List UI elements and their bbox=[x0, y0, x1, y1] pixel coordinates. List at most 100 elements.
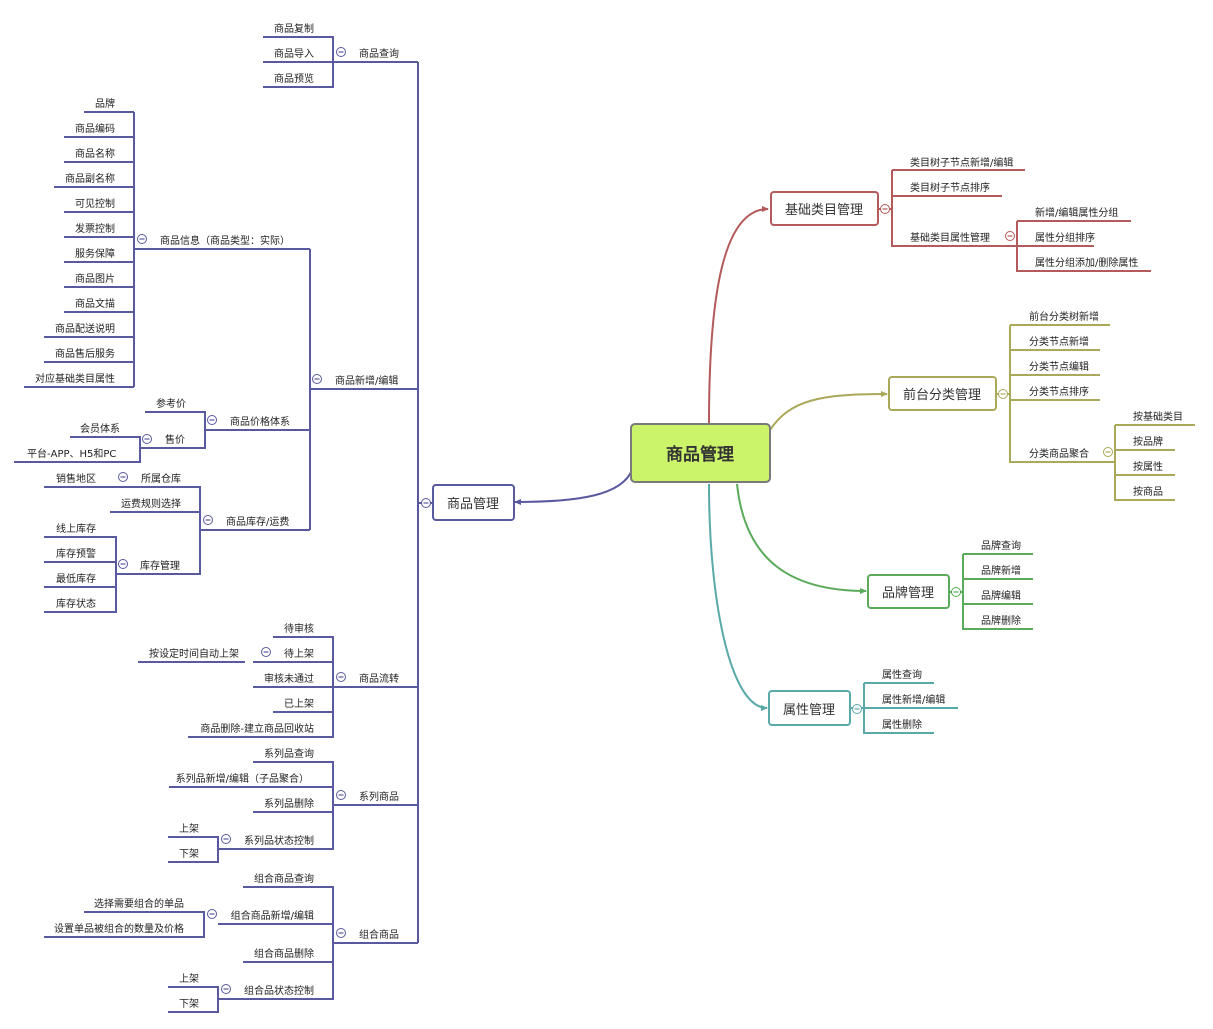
flow-item: 商品删除-建立商品回收站 bbox=[200, 722, 314, 735]
series-item: 系列品新增/编辑（子品聚合） bbox=[176, 772, 309, 785]
basic-category-node[interactable]: 基础类目管理 bbox=[770, 191, 879, 226]
freight-label: 运费规则选择 bbox=[121, 497, 181, 510]
attr-item: 属性查询 bbox=[882, 668, 922, 681]
info-item: 商品文描 bbox=[75, 297, 115, 310]
combo-edit-item: 设置单品被组合的数量及价格 bbox=[54, 922, 184, 935]
flow-item: 待审核 bbox=[284, 622, 314, 635]
info-item: 商品副名称 bbox=[65, 172, 115, 185]
collapse-toggle-icon[interactable] bbox=[203, 515, 213, 525]
attribute-label: 属性管理 bbox=[783, 703, 835, 718]
collapse-toggle-icon[interactable] bbox=[421, 498, 431, 508]
stock-item: 最低库存 bbox=[56, 572, 96, 585]
flow-auto: 按设定时间自动上架 bbox=[149, 647, 239, 660]
info-item: 品牌 bbox=[95, 97, 115, 110]
query-item: 商品预览 bbox=[274, 72, 314, 85]
info-item: 商品图片 bbox=[75, 272, 115, 285]
combo-item: 组合商品新增/编辑 bbox=[231, 909, 314, 922]
basic-attr-item: 属性分组添加/删除属性 bbox=[1035, 256, 1138, 269]
brand-item: 品牌删除 bbox=[981, 614, 1021, 627]
brand-node[interactable]: 品牌管理 bbox=[867, 574, 950, 609]
basic-item: 类目树子节点排序 bbox=[910, 181, 990, 194]
basic-attr-item: 新增/编辑属性分组 bbox=[1035, 206, 1118, 219]
combo-item: 组合商品查询 bbox=[254, 872, 314, 885]
brand-item: 品牌新增 bbox=[981, 564, 1021, 577]
query-item: 商品导入 bbox=[274, 47, 314, 60]
info-item: 商品配送说明 bbox=[55, 322, 115, 335]
flow-label: 商品流转 bbox=[359, 672, 399, 685]
flow-item: 审核未通过 bbox=[264, 672, 314, 685]
combo-label: 组合商品 bbox=[359, 928, 399, 941]
collapse-toggle-icon[interactable] bbox=[880, 204, 890, 214]
collapse-toggle-icon[interactable] bbox=[221, 984, 231, 994]
brand-item: 品牌编辑 bbox=[981, 589, 1021, 602]
brand-item: 品牌查询 bbox=[981, 539, 1021, 552]
series-status-item: 下架 bbox=[179, 848, 199, 860]
collapse-toggle-icon[interactable] bbox=[118, 472, 128, 482]
series-item: 系列品删除 bbox=[264, 797, 314, 810]
basic-category-label: 基础类目管理 bbox=[785, 203, 863, 218]
front-agg-label: 分类商品聚合 bbox=[1029, 447, 1089, 460]
collapse-toggle-icon[interactable] bbox=[142, 434, 152, 444]
front-agg-item: 按基础类目 bbox=[1133, 410, 1183, 423]
collapse-toggle-icon[interactable] bbox=[1005, 231, 1015, 241]
info-item: 可见控制 bbox=[75, 197, 115, 210]
edit-label: 商品新增/编辑 bbox=[335, 374, 398, 387]
info-label: 商品信息（商品类型：实际） bbox=[160, 234, 290, 247]
attribute-node[interactable]: 属性管理 bbox=[768, 690, 851, 726]
collapse-toggle-icon[interactable] bbox=[336, 47, 346, 57]
warehouse-label: 所属仓库 bbox=[141, 472, 181, 485]
attr-item: 属性删除 bbox=[882, 718, 922, 731]
basic-attr-item: 属性分组排序 bbox=[1035, 231, 1095, 244]
basic-item: 类目树子节点新增/编辑 bbox=[910, 156, 1013, 169]
flow-item: 已上架 bbox=[284, 698, 314, 710]
info-item: 商品售后服务 bbox=[55, 347, 115, 360]
front-item: 分类节点编辑 bbox=[1029, 360, 1089, 373]
front-agg-item: 按属性 bbox=[1133, 460, 1163, 473]
collapse-toggle-icon[interactable] bbox=[221, 834, 231, 844]
query-label: 商品查询 bbox=[359, 47, 399, 60]
root-label: 商品管理 bbox=[666, 444, 734, 465]
info-item: 对应基础类目属性 bbox=[35, 372, 115, 385]
series-item: 系列品查询 bbox=[264, 747, 314, 760]
front-category-node[interactable]: 前台分类管理 bbox=[888, 376, 997, 411]
collapse-toggle-icon[interactable] bbox=[261, 647, 271, 657]
attr-item: 属性新增/编辑 bbox=[882, 693, 945, 706]
info-item: 服务保障 bbox=[75, 247, 115, 260]
info-item: 商品名称 bbox=[75, 147, 115, 160]
front-item: 分类节点新增 bbox=[1029, 335, 1089, 348]
collapse-toggle-icon[interactable] bbox=[951, 587, 961, 597]
left-main-label: 商品管理 bbox=[447, 497, 499, 512]
combo-status: 组合品状态控制 bbox=[244, 984, 314, 997]
collapse-toggle-icon[interactable] bbox=[336, 928, 346, 938]
collapse-toggle-icon[interactable] bbox=[118, 559, 128, 569]
combo-status-item: 上架 bbox=[179, 973, 199, 985]
brand-label: 品牌管理 bbox=[882, 585, 934, 601]
collapse-toggle-icon[interactable] bbox=[336, 790, 346, 800]
stock-label: 商品库存/运费 bbox=[226, 515, 289, 528]
root-node[interactable]: 商品管理 bbox=[630, 423, 771, 483]
collapse-toggle-icon[interactable] bbox=[137, 234, 147, 244]
collapse-toggle-icon[interactable] bbox=[1103, 447, 1113, 457]
stock-item: 库存预警 bbox=[56, 547, 96, 560]
stock-item: 线上库存 bbox=[56, 522, 96, 535]
series-status-item: 上架 bbox=[179, 823, 199, 835]
sale-item: 会员体系 bbox=[80, 422, 120, 435]
sale-item: 平台-APP、H5和PC bbox=[27, 447, 116, 460]
basic-attr-label: 基础类目属性管理 bbox=[910, 231, 990, 244]
front-item: 分类节点排序 bbox=[1029, 385, 1089, 398]
series-status: 系列品状态控制 bbox=[244, 834, 314, 847]
front-category-label: 前台分类管理 bbox=[903, 387, 981, 403]
collapse-toggle-icon[interactable] bbox=[207, 415, 217, 425]
collapse-toggle-icon[interactable] bbox=[336, 672, 346, 682]
info-item: 发票控制 bbox=[75, 222, 115, 235]
collapse-toggle-icon[interactable] bbox=[207, 909, 217, 919]
price-sale: 售价 bbox=[165, 433, 185, 446]
combo-item: 组合商品删除 bbox=[254, 947, 314, 960]
series-label: 系列商品 bbox=[359, 790, 399, 803]
collapse-toggle-icon[interactable] bbox=[998, 389, 1008, 399]
left-main-node[interactable]: 商品管理 bbox=[432, 484, 515, 521]
stock-mgmt-label: 库存管理 bbox=[140, 559, 180, 572]
collapse-toggle-icon[interactable] bbox=[852, 704, 862, 714]
collapse-toggle-icon[interactable] bbox=[312, 374, 322, 384]
